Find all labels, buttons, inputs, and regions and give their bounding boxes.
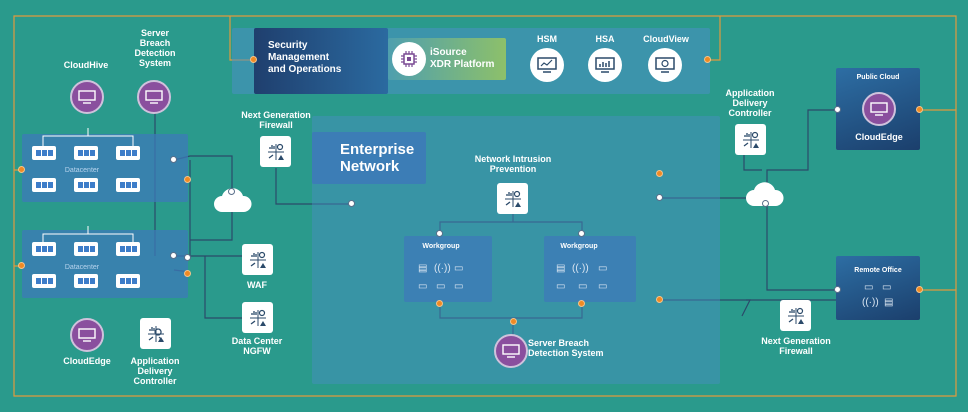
- outer-orange-loop: [13, 15, 957, 397]
- nip-label: Network Intrusion Prevention: [474, 154, 552, 174]
- public-cloud-label: Public Cloud: [856, 74, 900, 81]
- workgroup-1-label: Workgroup: [422, 243, 460, 250]
- mid-ngfw-icon[interactable]: [260, 136, 291, 167]
- left-cloudedge-label: CloudEdge: [63, 356, 111, 366]
- sbds-label: Server Breach Detection System: [528, 338, 604, 358]
- waf-icon[interactable]: [242, 244, 273, 275]
- left-server-breach-label: Server Breach Detection System: [134, 28, 176, 68]
- enterprise-title: Enterprise Network: [340, 141, 415, 175]
- sbds-icon[interactable]: [494, 334, 528, 368]
- right-cloudedge-icon[interactable]: [862, 92, 896, 126]
- dc-ngfw-label: Data Center NGFW: [231, 336, 283, 356]
- mid-ngfw-label: Next Generation Firewall: [241, 110, 311, 130]
- hsm-label: HSM: [537, 34, 557, 44]
- hsm-icon[interactable]: [530, 48, 564, 82]
- dc-ngfw-icon[interactable]: [242, 302, 273, 333]
- workgroup-2-panel: [544, 236, 636, 302]
- right-ngfw-label: Next Generation Firewall: [761, 336, 831, 356]
- left-server-breach-icon[interactable]: [137, 80, 171, 114]
- waf-label: WAF: [247, 280, 267, 290]
- xdr-label: iSource XDR Platform: [430, 47, 495, 70]
- nip-icon[interactable]: [497, 183, 528, 214]
- right-adc-label: Application Delivery Controller: [725, 88, 775, 118]
- cloudhive-icon[interactable]: [70, 80, 104, 114]
- right-cloudedge-label: CloudEdge: [855, 132, 903, 142]
- security-title: Security Management and Operations: [268, 40, 342, 75]
- workgroup-2-label: Workgroup: [560, 243, 598, 250]
- datacenter-2-tree: [42, 226, 134, 246]
- right-ngfw-icon[interactable]: [780, 300, 811, 331]
- enterprise-title-panel: [312, 132, 426, 184]
- right-adc-icon[interactable]: [735, 124, 766, 155]
- left-cloudedge-icon[interactable]: [70, 318, 104, 352]
- security-panel: [254, 28, 388, 94]
- workgroup-1-panel: [404, 236, 492, 302]
- cloudview-icon[interactable]: [648, 48, 682, 82]
- remote-office-panel: [836, 256, 920, 320]
- hsa-icon[interactable]: [588, 48, 622, 82]
- cloudhive-label: CloudHive: [63, 60, 109, 70]
- header-orange-link: [708, 16, 721, 61]
- datacenter-2-label: Datacenter: [64, 264, 100, 271]
- datacenter-1-label: Datacenter: [64, 167, 100, 174]
- remote-office-label: Remote Office: [854, 267, 902, 274]
- left-orange-links: [14, 169, 22, 267]
- left-adc-label: Application Delivery Controller: [130, 356, 180, 386]
- datacenter-1-tree: [42, 128, 134, 148]
- hsa-label: HSA: [595, 34, 615, 44]
- right-orange-links: [920, 109, 956, 291]
- mid-cloud-icon: [212, 186, 254, 214]
- xdr-icon: [392, 42, 426, 76]
- cloudview-label: CloudView: [643, 34, 689, 44]
- left-adc-icon[interactable]: [140, 318, 171, 349]
- right-cloud-icon: [744, 180, 786, 208]
